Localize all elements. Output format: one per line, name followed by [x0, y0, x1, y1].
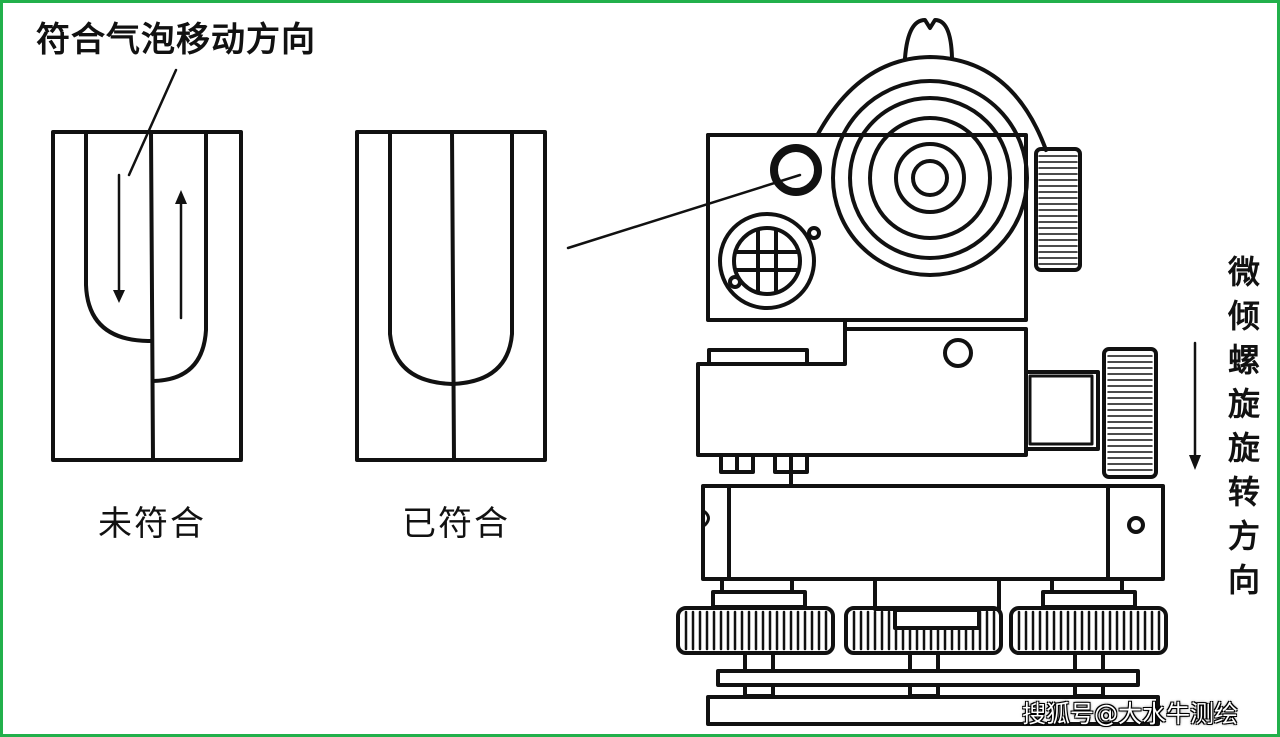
- vert-char: 方: [1227, 517, 1260, 555]
- level-instrument: [676, 18, 1168, 726]
- tilting-screw-direction-label: 微 倾 螺 旋 旋 转 方 向: [1224, 250, 1264, 602]
- vert-char: 旋: [1227, 385, 1260, 423]
- vert-char: 向: [1227, 561, 1260, 599]
- vert-char: 旋: [1227, 429, 1260, 467]
- viewer-pointer-line: [566, 173, 802, 250]
- vert-char: 倾: [1227, 297, 1260, 335]
- vert-char: 螺: [1227, 341, 1260, 379]
- watermark: 搜狐号@大水牛测绘: [1022, 700, 1238, 728]
- title-pointer-line: [127, 68, 178, 177]
- vert-char: 转: [1227, 473, 1260, 511]
- panel-not-coincident: [51, 130, 243, 462]
- vert-char: 微: [1227, 253, 1260, 291]
- caption-not-coincident: 未符合: [98, 504, 206, 544]
- title-label: 符合气泡移动方向: [36, 20, 316, 60]
- panel-coincident: [355, 130, 547, 462]
- caption-coincident: 已符合: [402, 504, 510, 544]
